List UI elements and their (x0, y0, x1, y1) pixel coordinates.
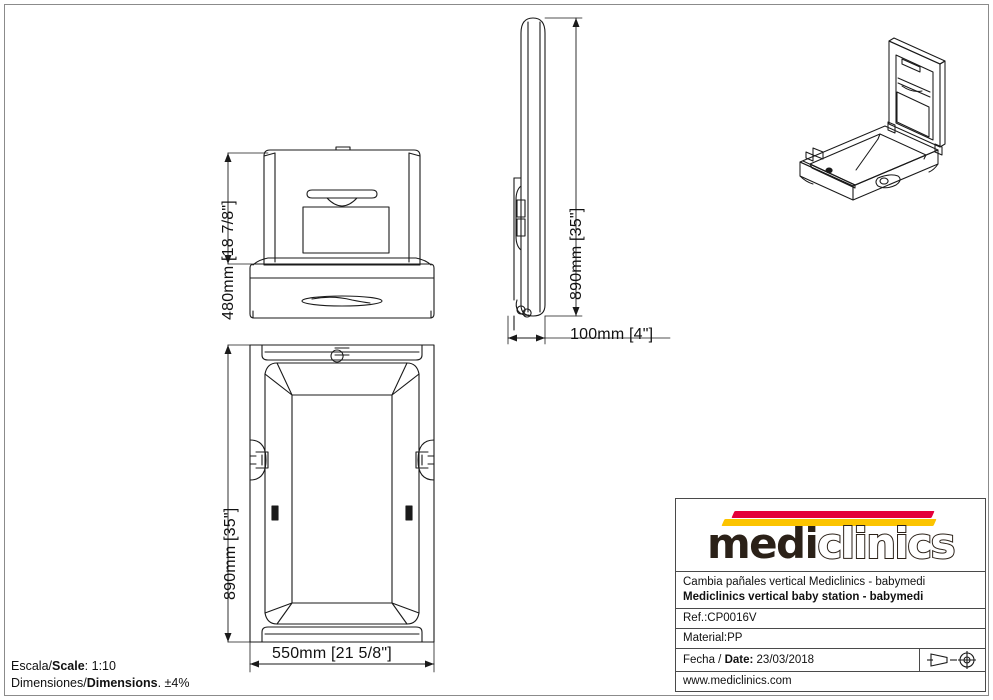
title-block-material-cell: Material: PP (676, 628, 985, 648)
scale-label-en: Scale (52, 659, 85, 674)
logo-wordmark-clinics: clinics (816, 519, 956, 568)
first-angle-projection-icon (926, 651, 976, 670)
title-block-reference-cell: Ref.: CP0016V (676, 607, 985, 628)
date-value: 23/03/2018 (753, 653, 815, 666)
reference-label: Ref.: (683, 612, 708, 625)
dimensions-tolerance-line: Dimensiones/Dimensions. ±4% (11, 675, 189, 692)
view-isometric (799, 37, 946, 201)
dimensions-label-es: Dimensiones/ (11, 676, 87, 691)
dimension-label-plan-width: 550mm [21 5/8"] (272, 645, 392, 662)
dimension-lines (224, 17, 671, 673)
view-front-elevation-closed (249, 146, 435, 319)
scale-line: Escala/Scale: 1:10 (11, 658, 189, 675)
material-value: PP (727, 632, 743, 645)
projection-symbol-cell (919, 649, 985, 671)
description-spanish: Cambia pañales vertical Mediclinics - ba… (683, 575, 926, 588)
scale-note: Escala/Scale: 1:10 Dimensiones/Dimension… (11, 658, 189, 692)
dimension-label-front-height: 480mm [18 7/8"] (220, 200, 237, 320)
scale-separator: : (84, 659, 92, 674)
website-url: www.mediclinics.com (683, 675, 792, 687)
dimensions-separator: . (157, 676, 165, 691)
reference-value: CP0016V (707, 612, 757, 625)
dimension-label-side-depth: 100mm [4"] (570, 326, 654, 343)
title-block-date-cell: Fecha / Date: 23/03/2018 (676, 648, 985, 671)
dimension-label-plan-height: 890mm [35"] (222, 507, 239, 600)
logo-wordmark-medi: medi (707, 519, 819, 568)
logo-wordmark: mediclinics (705, 519, 957, 568)
logo-stripe-red (730, 511, 935, 518)
dimension-label-side-height: 890mm [35"] (568, 207, 585, 300)
scale-value: 1:10 (91, 659, 116, 674)
date-label-es: Fecha / (683, 653, 725, 666)
description-english: Mediclinics vertical baby station - baby… (683, 591, 924, 604)
view-front-elevation-open (249, 344, 435, 643)
dimensions-tolerance-value: ±4% (164, 676, 190, 691)
date-label-en: Date: (724, 653, 754, 666)
material-label: Material: (683, 632, 728, 645)
title-block-website-cell: www.mediclinics.com (676, 670, 985, 691)
date-text: Fecha / Date: 23/03/2018 (683, 654, 814, 667)
mediclinics-logo: mediclinics (705, 509, 957, 571)
scale-label-es: Escala/ (11, 659, 52, 674)
title-block: mediclinics Cambia pañales vertical Medi… (675, 498, 986, 692)
title-block-logo-cell: mediclinics (676, 499, 985, 571)
title-block-description-cell: Cambia pañales vertical Mediclinics - ba… (676, 570, 985, 608)
dimensions-label-en: Dimensions (86, 676, 158, 691)
view-side-elevation (513, 17, 546, 331)
